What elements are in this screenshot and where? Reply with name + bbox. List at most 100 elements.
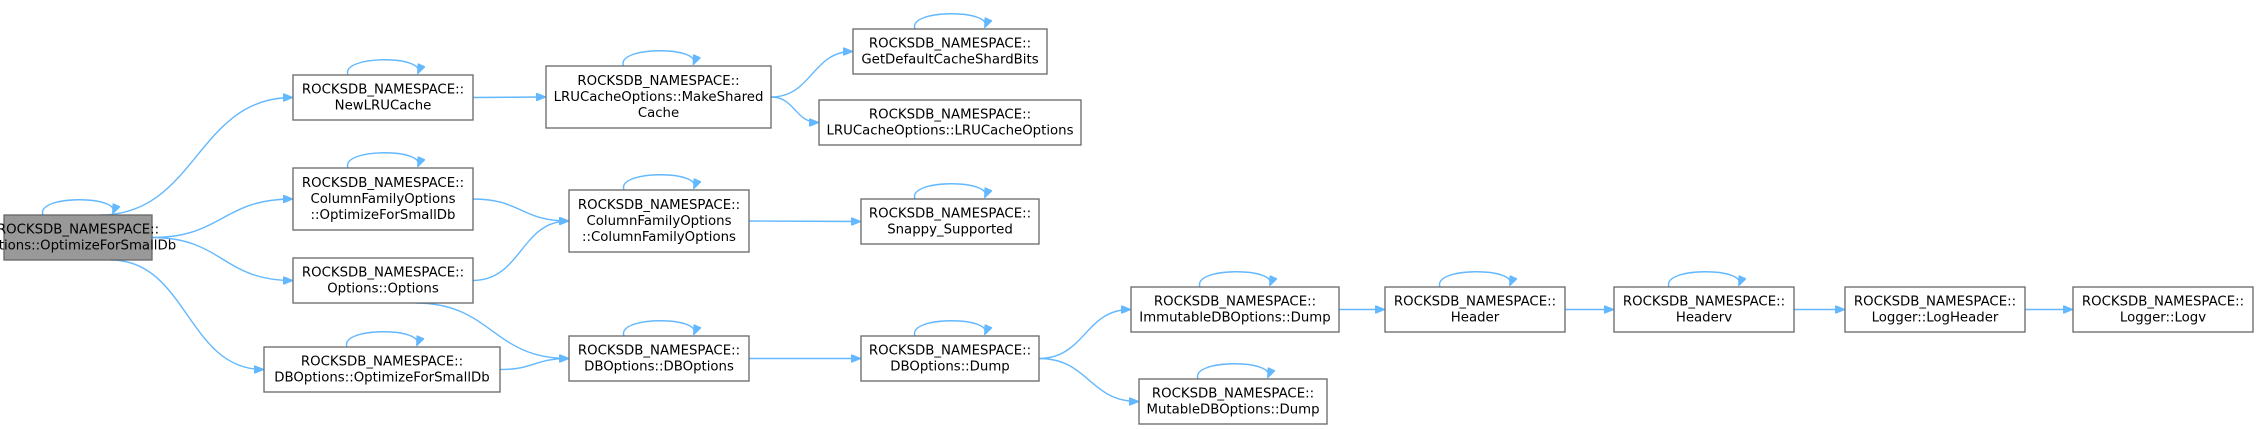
node-box	[292, 167, 474, 231]
node-label-line: NewLRUCache	[335, 99, 432, 114]
node-box	[818, 99, 1082, 146]
self-call-arrow	[914, 13, 985, 30]
node-label-line: DBOptions::DBOptions	[584, 360, 734, 375]
node-label-line: Options::Options	[327, 282, 439, 297]
node-label-line: DBOptions::Dump	[890, 360, 1009, 375]
self-call-arrow	[42, 199, 113, 216]
node-cfo_opt[interactable]: ROCKSDB_NAMESPACE::ColumnFamilyOptions::…	[292, 167, 474, 231]
node-dbo_opt[interactable]: ROCKSDB_NAMESPACE::DBOptions::OptimizeFo…	[263, 346, 501, 393]
node-box	[1138, 378, 1328, 425]
edge-options-to-cfo_ctor	[472, 221, 568, 282]
node-shardbits[interactable]: ROCKSDB_NAMESPACE::GetDefaultCacheShardB…	[852, 28, 1048, 75]
node-label-line: ROCKSDB_NAMESPACE::	[301, 355, 463, 370]
edge-root-to-options	[151, 236, 292, 281]
edge-root-to-cfo_opt	[151, 199, 292, 239]
node-label-line: Logger::Logv	[2120, 311, 2206, 326]
node-logheader[interactable]: ROCKSDB_NAMESPACE::Logger::LogHeader	[1844, 286, 2026, 333]
edge-root-to-newlru	[100, 98, 292, 216]
node-box	[852, 28, 1048, 75]
node-label-line: ROCKSDB_NAMESPACE::	[1154, 295, 1316, 310]
node-label-line: ImmutableDBOptions::Dump	[1139, 311, 1330, 326]
node-options[interactable]: ROCKSDB_NAMESPACE::Options::Options	[292, 257, 474, 304]
node-label-line: ROCKSDB_NAMESPACE::	[578, 198, 740, 213]
node-label-line: ROCKSDB_NAMESPACE::	[1854, 295, 2016, 310]
self-call-arrow	[347, 59, 418, 76]
self-call-arrow	[622, 50, 694, 67]
node-label-line: ROCKSDB_NAMESPACE::	[2082, 295, 2244, 310]
node-box	[1130, 286, 1340, 333]
edges-layer	[100, 52, 2072, 402]
self-loops-layer	[42, 13, 1739, 380]
node-makeshared[interactable]: ROCKSDB_NAMESPACE::LRUCacheOptions::Make…	[545, 65, 772, 129]
node-mut_dump[interactable]: ROCKSDB_NAMESPACE::MutableDBOptions::Dum…	[1138, 378, 1328, 425]
edge-dbo_dump-to-mut_dump	[1038, 357, 1138, 402]
node-box	[545, 65, 772, 129]
node-box	[568, 335, 750, 382]
node-box	[1613, 286, 1795, 333]
node-label-line: ROCKSDB_NAMESPACE::	[869, 37, 1031, 52]
edge-root-to-dbo_opt	[110, 259, 263, 370]
node-label-line: LRUCacheOptions::MakeShared	[554, 90, 764, 105]
nodes-layer: ROCKSDB_NAMESPACE::Options::OptimizeForS…	[0, 28, 2254, 425]
self-call-arrow	[623, 320, 694, 337]
node-label-line: ROCKSDB_NAMESPACE::	[1394, 295, 1556, 310]
node-box	[263, 346, 501, 393]
self-call-arrow	[1197, 363, 1268, 380]
node-label-line: MutableDBOptions::Dump	[1146, 403, 1319, 418]
node-label-line: Options::OptimizeForSmallDb	[0, 239, 176, 254]
node-label-line: Logger::LogHeader	[1872, 311, 1999, 326]
node-box	[860, 335, 1040, 382]
node-dbo_dump[interactable]: ROCKSDB_NAMESPACE::DBOptions::Dump	[860, 335, 1040, 382]
node-label-line: ROCKSDB_NAMESPACE::	[578, 344, 740, 359]
node-snappy[interactable]: ROCKSDB_NAMESPACE::Snappy_Supported	[860, 198, 1040, 245]
node-box	[292, 257, 474, 304]
node-box	[1844, 286, 2026, 333]
node-label-line: ::ColumnFamilyOptions	[582, 230, 736, 245]
node-cfo_ctor[interactable]: ROCKSDB_NAMESPACE::ColumnFamilyOptions::…	[568, 189, 750, 253]
node-box	[1384, 286, 1566, 333]
node-label-line: Snappy_Supported	[887, 223, 1013, 238]
node-box	[2072, 286, 2254, 333]
self-call-arrow	[346, 331, 417, 348]
self-call-arrow	[347, 152, 418, 169]
node-box	[3, 214, 153, 261]
node-box	[568, 189, 750, 253]
self-call-arrow	[1199, 271, 1270, 288]
node-logv[interactable]: ROCKSDB_NAMESPACE::Logger::Logv	[2072, 286, 2254, 333]
node-label-line: ROCKSDB_NAMESPACE::	[869, 207, 1031, 222]
node-label-line: Header	[1451, 311, 1500, 326]
self-call-arrow	[1439, 271, 1510, 288]
edge-dbo_opt-to-dbo_ctor	[499, 359, 568, 371]
edge-makeshared-to-shardbits	[770, 52, 852, 98]
node-label-line: ColumnFamilyOptions	[310, 192, 455, 207]
node-label-line: ::OptimizeForSmallDb	[311, 208, 456, 223]
node-label-line: ROCKSDB_NAMESPACE::	[0, 223, 159, 238]
self-call-arrow	[623, 174, 694, 191]
node-newlru[interactable]: ROCKSDB_NAMESPACE::NewLRUCache	[292, 74, 474, 121]
edge-cfo_opt-to-cfo_ctor	[472, 198, 568, 221]
node-dbo_ctor[interactable]: ROCKSDB_NAMESPACE::DBOptions::DBOptions	[568, 335, 750, 382]
node-label-line: ROCKSDB_NAMESPACE::	[1152, 387, 1314, 402]
node-label-line: ROCKSDB_NAMESPACE::	[302, 176, 464, 191]
node-label-line: Cache	[638, 106, 679, 121]
node-box	[292, 74, 474, 121]
node-label-line: ColumnFamilyOptions	[586, 214, 731, 229]
self-call-arrow	[914, 183, 985, 200]
edge-dbo_dump-to-imm_dump	[1038, 310, 1130, 360]
node-box	[860, 198, 1040, 245]
node-header[interactable]: ROCKSDB_NAMESPACE::Header	[1384, 286, 1566, 333]
node-label-line: ROCKSDB_NAMESPACE::	[869, 344, 1031, 359]
node-headerv[interactable]: ROCKSDB_NAMESPACE::Headerv	[1613, 286, 1795, 333]
node-lruopts[interactable]: ROCKSDB_NAMESPACE::LRUCacheOptions::LRUC…	[818, 99, 1082, 146]
node-imm_dump[interactable]: ROCKSDB_NAMESPACE::ImmutableDBOptions::D…	[1130, 286, 1340, 333]
edge-cfo_ctor-to-snappy	[748, 221, 860, 222]
node-label-line: ROCKSDB_NAMESPACE::	[869, 108, 1031, 123]
node-label-line: DBOptions::OptimizeForSmallDb	[274, 371, 489, 386]
node-label-line: GetDefaultCacheShardBits	[861, 53, 1038, 68]
node-label-line: ROCKSDB_NAMESPACE::	[1623, 295, 1785, 310]
node-label-line: LRUCacheOptions::LRUCacheOptions	[826, 124, 1073, 139]
edge-makeshared-to-lruopts	[770, 96, 818, 123]
node-label-line: ROCKSDB_NAMESPACE::	[302, 266, 464, 281]
node-root[interactable]: ROCKSDB_NAMESPACE::Options::OptimizeForS…	[0, 214, 176, 261]
